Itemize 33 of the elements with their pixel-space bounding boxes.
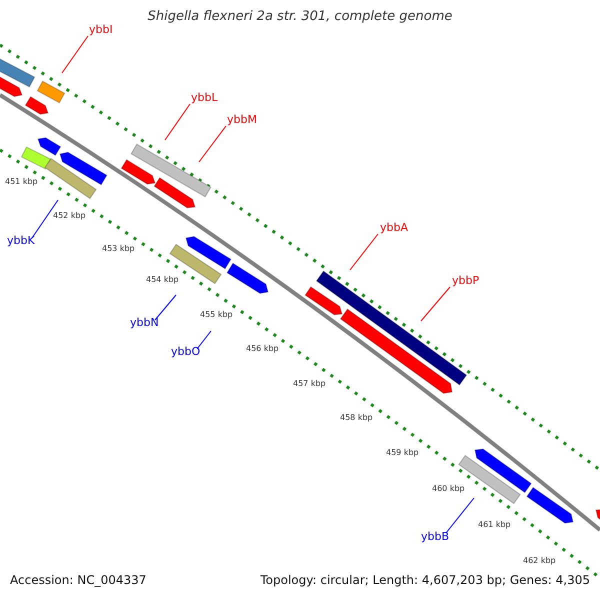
leader-line [154,294,176,320]
gene-label: ybbB [421,531,450,544]
genome-info-text: Topology: circular; Length: 4,607,203 bp; Genes: 4,305 [260,574,590,588]
scale-label: 457 kbp [293,380,326,389]
gene-label: ybbI [89,24,113,36]
scale-label: 461 kbp [478,521,511,530]
leader-line [350,234,378,270]
gene-label: ybbK [7,235,35,248]
gene-label: ybbP [452,275,480,288]
scale-label: 462 kbp [523,557,556,566]
leader-line [198,126,226,162]
scale-label: 460 kbp [432,485,465,494]
leader-line [446,498,474,534]
gene-label: ybbO [171,346,200,358]
gene-label: ybbM [227,114,257,126]
leader-line [420,286,450,322]
scale-label: 456 kbp [246,345,279,354]
scale-label: 452 kbp [53,212,86,221]
scale-label: 451 kbp [5,178,38,187]
scale-label: 458 kbp [340,414,373,423]
scale-label: 459 kbp [386,449,419,458]
scale-label: 454 kbp [146,276,179,285]
leader-line [164,104,190,140]
gene-label: ybbN [130,317,159,330]
accession-text: Accession: NC_004337 [10,574,146,588]
gene-label: ybbL [191,92,218,104]
leader-line [196,330,212,350]
scale-label: 455 kbp [200,311,233,320]
scale-label: 453 kbp [102,245,135,254]
diagram-title: Shigella flexneri 2a str. 301, complete genome [146,10,454,24]
gene-label: ybbA [380,222,408,234]
leader-line [62,36,88,74]
leader-line [32,200,58,238]
